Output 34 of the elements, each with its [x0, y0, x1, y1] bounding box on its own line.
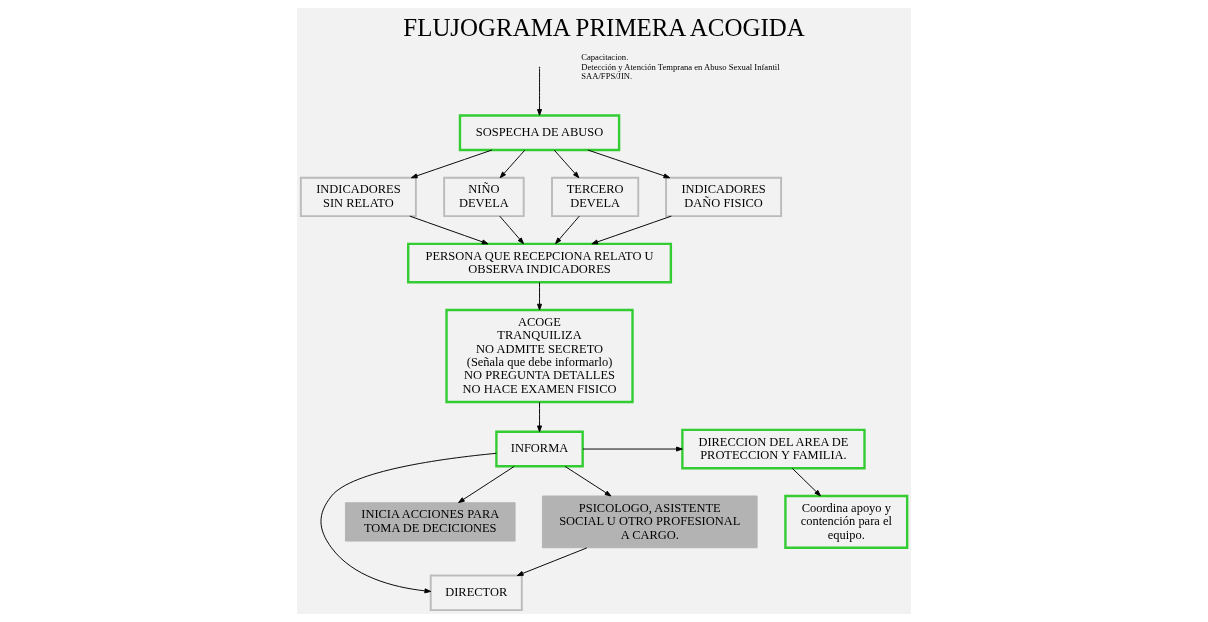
- arrow: [458, 465, 515, 504]
- arrow: [564, 465, 612, 497]
- arrow: [410, 149, 493, 179]
- node-box: PSICOLOGO, ASISTENTE SOCIAL U OTRO PROFESIONAL A CARGO.: [541, 495, 758, 549]
- label: Capacitacion.: [581, 52, 629, 63]
- arrow: [320, 452, 497, 594]
- arrow: [555, 215, 580, 245]
- label: Detección y Atención Temprana en Abuso Sexual Infantil: [581, 61, 780, 72]
- node-box: Coordina apoyo y contención para el equipo.: [784, 494, 909, 549]
- node-box: PERSONA QUE RECEPCIONA RELATO U OBSERVA INDICADORES: [407, 242, 673, 284]
- arrow: [587, 149, 671, 179]
- node-box: INICIA ACCIONES PARA TOMA DE DECICIONES: [344, 502, 516, 542]
- arrow: [409, 215, 489, 245]
- arrow: [537, 281, 543, 311]
- diagram-title: FLUJOGRAMA PRIMERA ACOGIDA: [403, 13, 805, 41]
- arrow: [582, 446, 683, 452]
- node-box: DIRECCION DEL AREA DE PROTECCION Y FAMILIA.: [681, 428, 866, 470]
- node-box: SOSPECHA DE ABUSO: [458, 114, 621, 152]
- arrow: [516, 547, 588, 577]
- arrow: [791, 467, 821, 497]
- arrow: [499, 215, 524, 245]
- arrow: [537, 68, 543, 116]
- node-box: INFORMA: [495, 430, 584, 468]
- node-box: INDICADORES SIN RELATO: [299, 176, 417, 218]
- arrow: [499, 149, 526, 179]
- node-box: TERCERO DEVELA: [551, 176, 640, 218]
- node-box: DIRECTOR: [429, 574, 523, 612]
- arrow: [553, 149, 580, 179]
- label: SAA/FPS/JIN.: [581, 71, 633, 82]
- arrow: [537, 401, 543, 433]
- arrow: [591, 215, 672, 245]
- node-box: INDICADORES DAÑO FISICO: [665, 176, 783, 218]
- node-box: NIÑO DEVELA: [443, 176, 525, 218]
- node-box: ACOGE TRANQUILIZA NO ADMITE SECRETO (Señala que debe informarlo) NO PREGUNTA DETALLES NO HACE EXAMEN FISICO: [445, 308, 634, 404]
